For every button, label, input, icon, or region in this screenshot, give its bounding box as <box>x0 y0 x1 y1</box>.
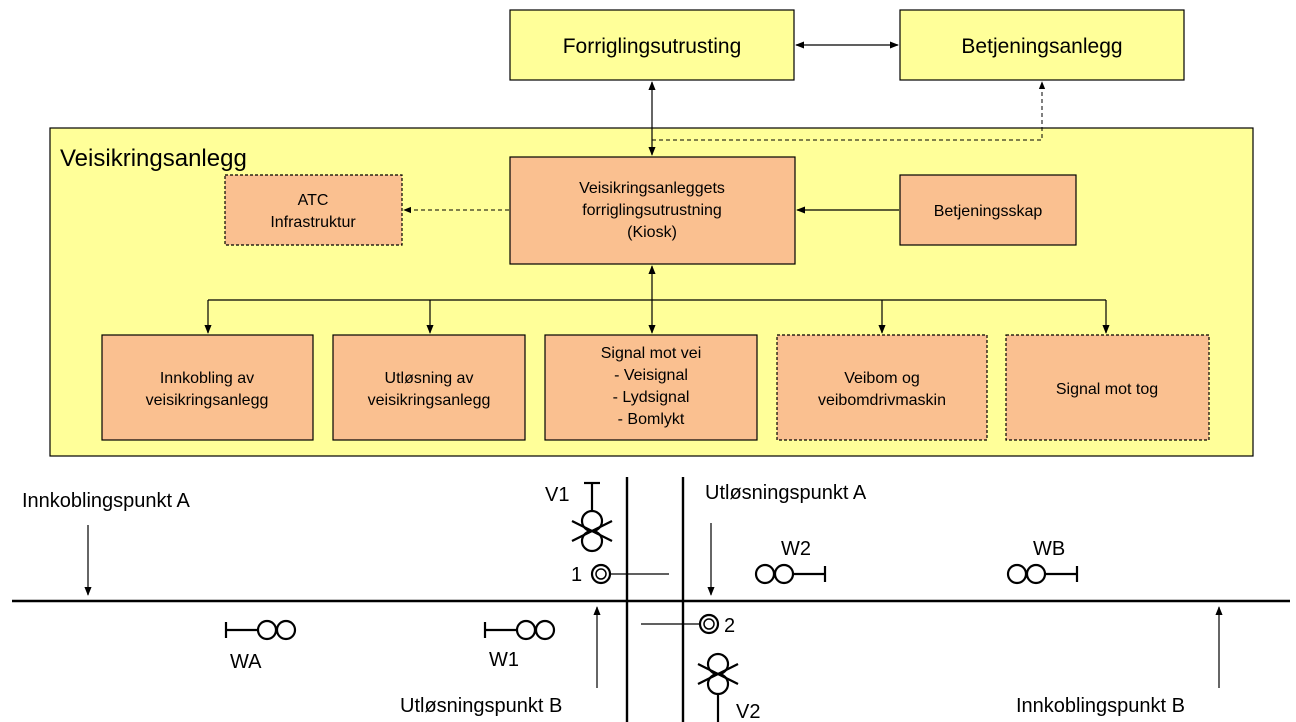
atc-line-1: ATC <box>298 192 329 209</box>
road-signal-v2-label: V2 <box>736 701 760 722</box>
road-signal-v1-icon <box>571 481 613 553</box>
component-barrier: Veibom og veibomdrivmaskin <box>776 334 988 441</box>
component-activation-line-2: veisikringsanlegg <box>146 392 269 409</box>
cabinet-label: Betjeningsskap <box>934 203 1043 220</box>
component-release-line-2: veisikringsanlegg <box>368 392 491 409</box>
component-release: Utløsning av veisikringsanlegg <box>332 334 526 441</box>
whistle-sign-wa-label: WA <box>230 651 262 673</box>
release-point-a-label: Utløsningspunkt A <box>705 482 867 504</box>
kiosk-line-2: forriglingsutrustning <box>582 202 722 219</box>
component-release-line-1: Utløsning av <box>385 370 474 387</box>
control-system-label: Betjeningsanlegg <box>961 35 1122 58</box>
atc-box: ATC Infrastruktur <box>224 174 403 246</box>
component-road-signal: Signal mot vei - Veisignal - Lydsignal -… <box>544 334 758 441</box>
detector-2-icon <box>641 613 720 635</box>
component-activation: Innkobling av veisikringsanlegg <box>101 334 314 441</box>
component-activation-line-1: Innkobling av <box>160 370 254 387</box>
whistle-sign-w2-icon <box>754 563 827 585</box>
kiosk-line-3: (Kiosk) <box>627 224 677 241</box>
crossing-system-title: Veisikringsanlegg <box>60 145 247 172</box>
detector-1-label: 1 <box>571 564 582 586</box>
detector-2-label: 2 <box>724 615 735 637</box>
whistle-sign-w1-icon <box>483 619 556 641</box>
release-point-b-label: Utløsningspunkt B <box>400 695 562 717</box>
whistle-sign-w2-label: W2 <box>781 538 811 560</box>
component-road-signal-line-4: - Bomlykt <box>618 411 685 428</box>
road-signal-v2-icon <box>697 652 739 722</box>
component-road-signal-line-3: - Lydsignal <box>613 389 690 406</box>
whistle-sign-w1-label: W1 <box>489 649 519 671</box>
interlocking-label: Forriglingsutrusting <box>563 35 742 58</box>
kiosk-line-1: Veisikringsanleggets <box>579 180 725 197</box>
road-signal-v1-label: V1 <box>545 484 569 506</box>
kiosk-box: Veisikringsanleggets forriglingsutrustni… <box>509 156 796 265</box>
whistle-sign-wa-icon <box>224 619 297 641</box>
component-road-signal-line-1: Signal mot vei <box>601 345 702 362</box>
activation-point-a-label: Innkoblingspunkt A <box>22 490 191 512</box>
whistle-sign-wb-label: WB <box>1033 538 1065 560</box>
component-road-signal-line-2: - Veisignal <box>614 367 688 384</box>
control-system-box: Betjeningsanlegg <box>899 9 1185 81</box>
atc-line-2: Infrastruktur <box>270 214 356 231</box>
component-train-signal-line-1: Signal mot tog <box>1056 381 1158 398</box>
cabinet-box: Betjeningsskap <box>899 174 1077 246</box>
component-barrier-line-2: veibomdrivmaskin <box>818 392 946 409</box>
interlocking-box: Forriglingsutrusting <box>509 9 795 81</box>
component-barrier-line-1: Veibom og <box>844 370 920 387</box>
activation-point-b-label: Innkoblingspunkt B <box>1016 695 1185 717</box>
kiosk-control-link <box>652 81 1046 141</box>
component-train-signal: Signal mot tog <box>1005 334 1210 441</box>
detector-1-icon <box>590 563 669 585</box>
whistle-sign-wb-icon <box>1006 563 1079 585</box>
